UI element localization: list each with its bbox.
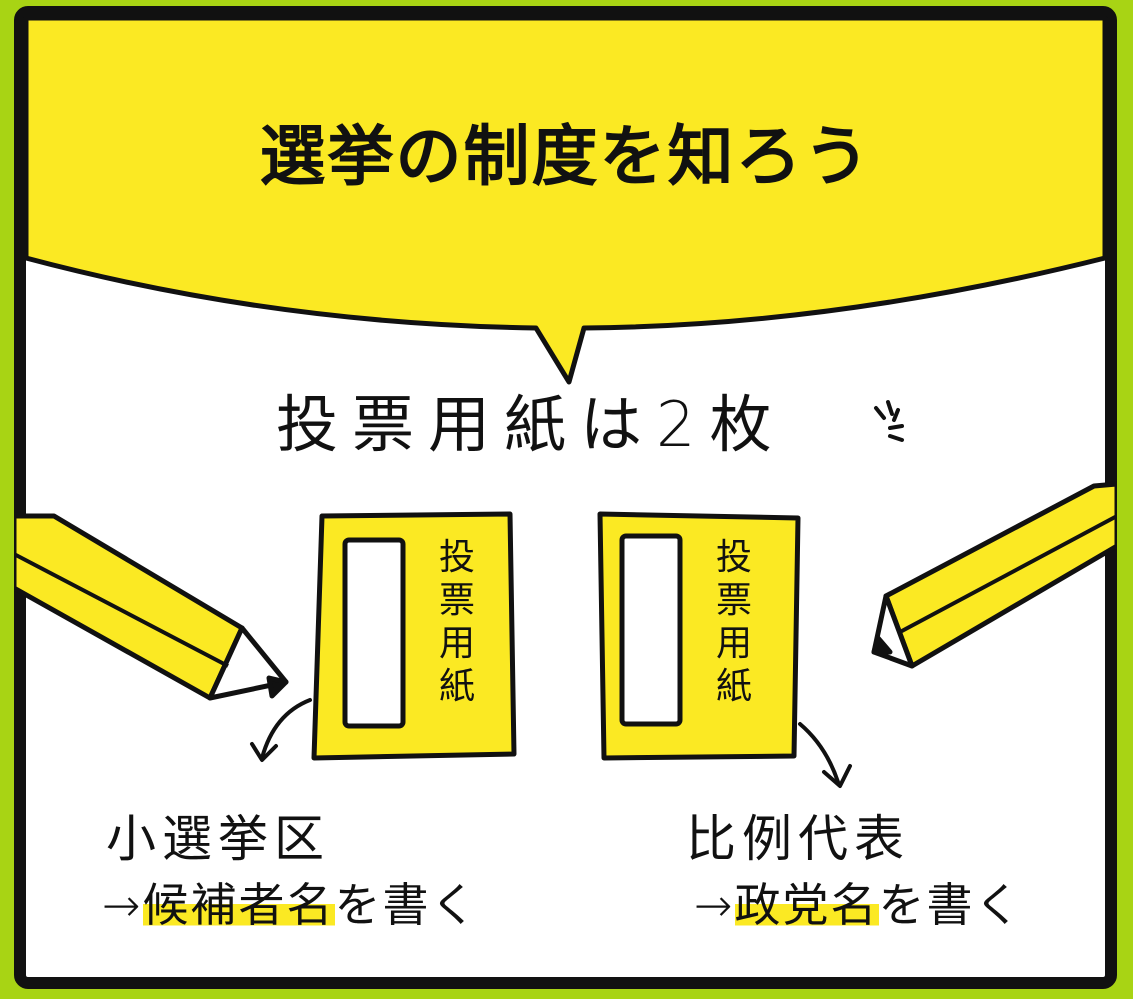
- right-arrow-icon: [798, 722, 840, 784]
- right-instruction: →政党名を書く: [694, 878, 1023, 932]
- ballot-paper-2: [597, 511, 801, 761]
- illustration-panel: 選挙の制度を知ろう 投票用紙は2枚 投票用紙 投票用紙 小選挙区 比例代表 →候…: [14, 6, 1117, 989]
- right-pencil-icon: [871, 481, 1117, 669]
- left-pencil-icon: [14, 513, 289, 701]
- ballot-label-2: 投票用紙: [715, 537, 752, 707]
- sparkle-icon: [874, 400, 904, 442]
- right-rest: を書く: [878, 878, 1023, 932]
- ballot-paper-1: [311, 511, 517, 761]
- left-rest: を書く: [334, 878, 479, 932]
- left-highlight: 候補者名: [142, 878, 335, 932]
- title-banner: [23, 15, 1108, 385]
- left-arrow-icon: [260, 698, 312, 760]
- subtitle: 投票用紙は2枚: [276, 388, 786, 461]
- panel-artwork: [14, 6, 1117, 989]
- right-arrowhead-icon: [822, 764, 852, 788]
- right-highlight: 政党名: [734, 878, 879, 932]
- left-arrowhead-icon: [250, 742, 278, 762]
- left-instruction: →候補者名を書く: [102, 878, 479, 932]
- left-method-title: 小選挙区: [106, 810, 330, 868]
- ballot-label-1: 投票用紙: [438, 537, 475, 707]
- left-arrow-text: →: [102, 878, 143, 932]
- right-method-title: 比例代表: [686, 810, 910, 868]
- page-title: 選挙の制度を知ろう: [259, 118, 872, 195]
- right-arrow-text: →: [694, 878, 735, 932]
